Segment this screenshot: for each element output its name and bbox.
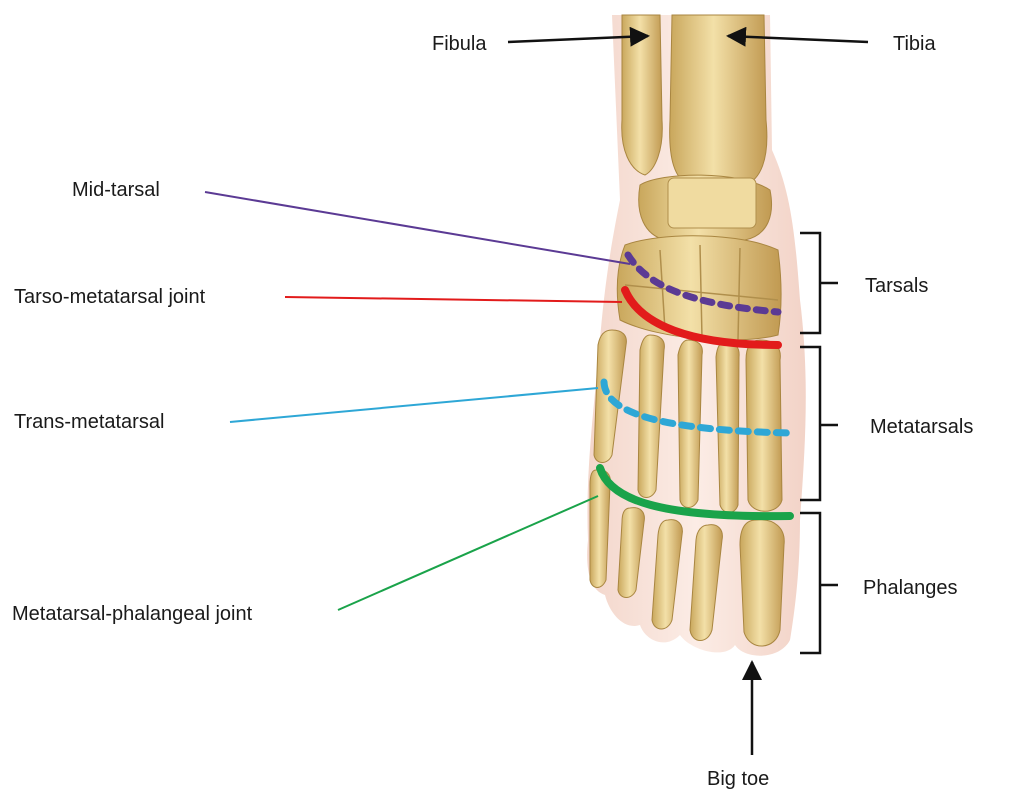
big-toe-label: Big toe bbox=[707, 768, 769, 790]
trans-metatarsal-pointer bbox=[230, 388, 598, 422]
fibula-label: Fibula bbox=[432, 33, 487, 55]
tibia-bone bbox=[670, 15, 767, 185]
phalanges-brace bbox=[800, 513, 838, 653]
mid-tarsal-pointer bbox=[205, 192, 630, 264]
fibula-bone bbox=[622, 15, 663, 175]
metatarsals-brace bbox=[800, 347, 838, 500]
phalanges-label: Phalanges bbox=[863, 577, 958, 599]
tarsal-bones bbox=[617, 236, 781, 340]
metatarsals-label: Metatarsals bbox=[870, 416, 973, 438]
metatarsal-phalangeal-label: Metatarsal-phalangeal joint bbox=[12, 603, 253, 625]
talus-dome bbox=[668, 178, 756, 228]
trans-metatarsal-label: Trans-metatarsal bbox=[14, 411, 164, 433]
tarso-metatarsal-pointer bbox=[285, 297, 622, 302]
tibia-label: Tibia bbox=[893, 33, 936, 55]
mid-tarsal-label: Mid-tarsal bbox=[72, 179, 160, 201]
tarsals-label: Tarsals bbox=[865, 275, 928, 297]
tarsals-brace bbox=[800, 233, 838, 333]
tarso-metatarsal-label: Tarso-metatarsal joint bbox=[14, 286, 206, 308]
metatarsal-phalangeal-pointer bbox=[338, 496, 598, 610]
